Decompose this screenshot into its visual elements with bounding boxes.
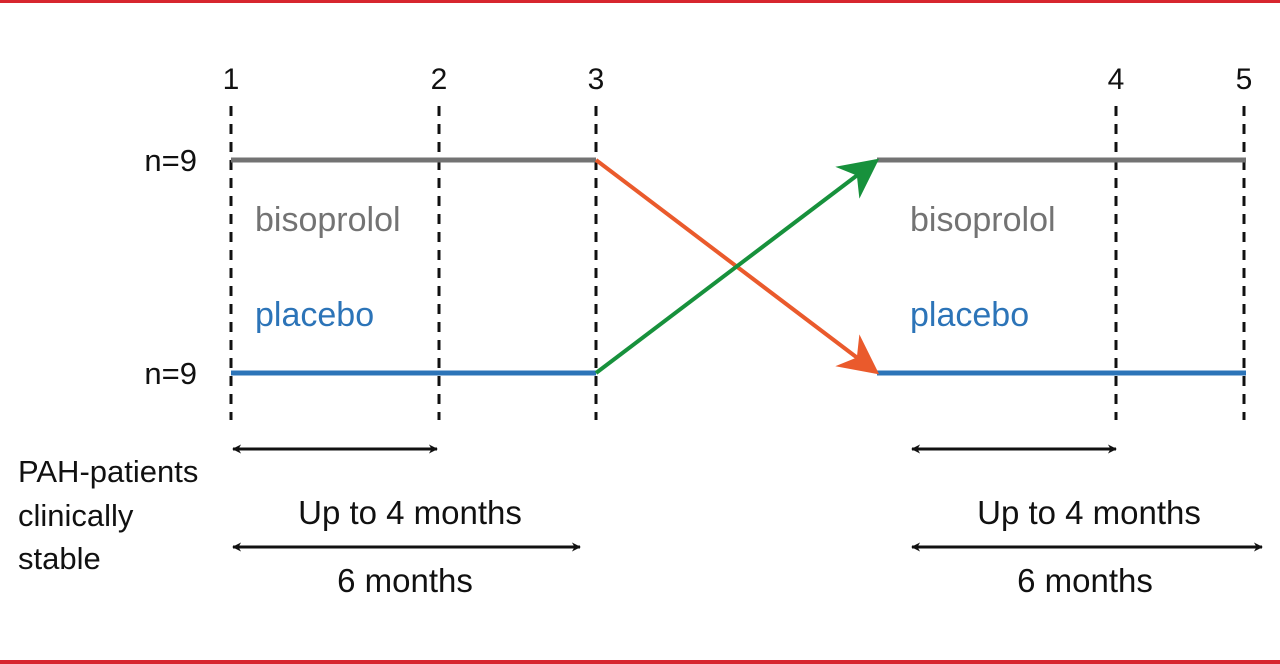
population-line-1: PAH-patients	[18, 454, 198, 489]
timepoint-2-label: 2	[431, 63, 448, 96]
period1-bisoprolol-label: bisoprolol	[255, 201, 401, 239]
period2-short-duration-label: Up to 4 months	[977, 494, 1201, 531]
crossover-arrow-to-bisoprolol	[594, 158, 880, 375]
period1-long-duration-label: 6 months	[337, 562, 473, 599]
bottom-group-size: n=9	[144, 356, 197, 391]
timepoint-3-label: 3	[588, 63, 605, 96]
timepoint-5-label: 5	[1236, 63, 1253, 96]
population-line-3: stable	[18, 541, 101, 576]
population-line-2: clinically	[18, 498, 134, 533]
timepoint-1-label: 1	[223, 63, 240, 96]
period1-placebo-label: placebo	[255, 296, 374, 334]
period2-long-duration-label: 6 months	[1017, 562, 1153, 599]
top-group-size: n=9	[144, 143, 197, 178]
period1-short-duration-label: Up to 4 months	[298, 494, 522, 531]
period2-placebo-label: placebo	[910, 296, 1029, 334]
timepoint-4-label: 4	[1108, 63, 1125, 96]
period2-bisoprolol-label: bisoprolol	[910, 201, 1056, 239]
